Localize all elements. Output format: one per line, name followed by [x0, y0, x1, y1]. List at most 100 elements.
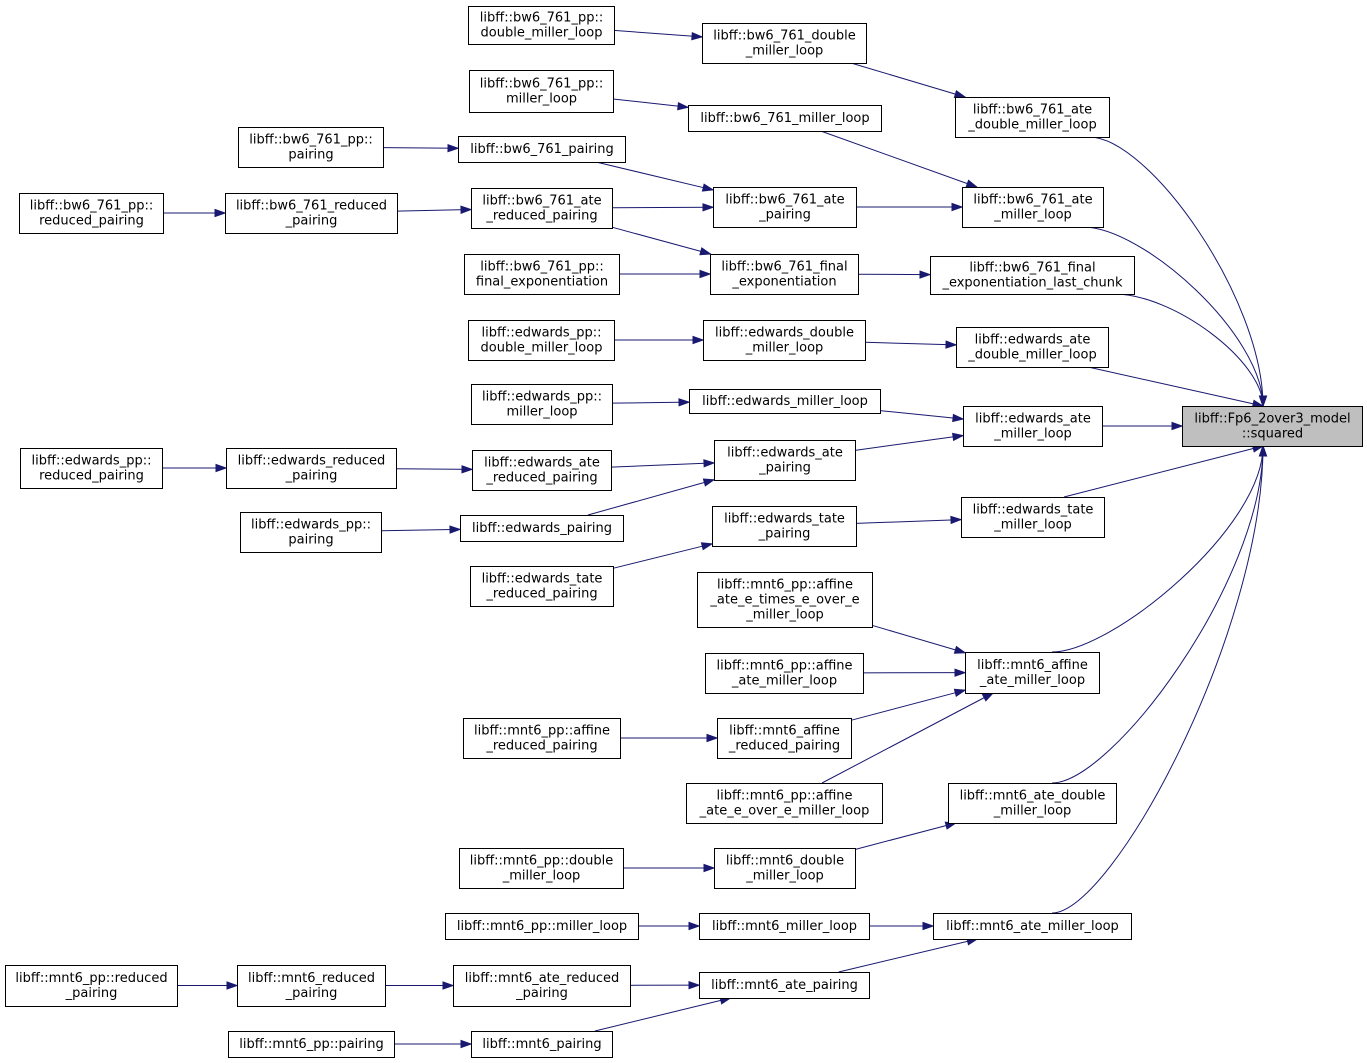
caller-node-edpp-ml[interactable]: libff::edwards_pp::miller_loop: [471, 384, 613, 425]
node-box: [468, 6, 615, 45]
node-label: _pairing: [758, 527, 811, 542]
caller-node-ed-red[interactable]: libff::edwards_reduced_pairing: [226, 448, 397, 489]
caller-node-bw-red[interactable]: libff::bw6_761_reduced_pairing: [225, 193, 398, 234]
caller-node-mnt6-aff-ml[interactable]: libff::mnt6_affine_ate_miller_loop: [965, 652, 1100, 694]
caller-node-mnt6pp-aff-eteoe[interactable]: libff::mnt6_pp::affine_ate_e_times_e_ove…: [697, 572, 873, 628]
caller-node-mnt6-ate-dml[interactable]: libff::mnt6_ate_double_miller_loop: [948, 783, 1117, 824]
arrowhead: [1171, 421, 1184, 431]
edge-mnt6pp-aff-eteoe-to-mnt6-aff-ml: [871, 624, 966, 654]
caller-node-mnt6-pair[interactable]: libff::mnt6_pairing: [471, 1031, 613, 1058]
arrowhead: [965, 179, 979, 188]
caller-node-mnt6pp-pair[interactable]: libff::mnt6_pp::pairing: [228, 1031, 395, 1058]
caller-node-mnt6pp-aff-red[interactable]: libff::mnt6_pp::affine_reduced_pairing: [463, 718, 621, 759]
node-label: libff::edwards_ate: [975, 333, 1091, 348]
node-label: pairing: [288, 533, 333, 548]
node-label: _miller_loop: [502, 869, 581, 884]
node-label: libff::edwards_ate: [484, 456, 600, 471]
node-box: [962, 187, 1104, 228]
node-label: _ate_e_times_e_over_e: [709, 593, 859, 608]
caller-node-bw-ml[interactable]: libff::bw6_761_miller_loop: [688, 105, 882, 132]
arrowhead: [447, 143, 460, 153]
edge-edpp-pair-to-ed-pair: [380, 528, 461, 532]
node-box: [453, 965, 631, 1007]
caller-node-mnt6-ml[interactable]: libff::mnt6_miller_loop: [699, 913, 870, 940]
caller-node-bw-final-exp[interactable]: libff::bw6_761_final_exponentiation: [710, 254, 859, 295]
node-label: libff::mnt6_double: [726, 854, 844, 869]
edge-ed-dml-to-ed-ate-dml: [864, 341, 957, 346]
node-box: [464, 254, 620, 295]
caller-node-mnt6-ate-ml[interactable]: libff::mnt6_ate_miller_loop: [933, 913, 1132, 940]
node-box: [699, 913, 870, 940]
caller-node-bwpp-red[interactable]: libff::bw6_761_pp::reduced_pairing: [19, 193, 164, 234]
caller-node-mnt6pp-aff-eoe[interactable]: libff::mnt6_pp::affine_ate_e_over_e_mill…: [686, 783, 883, 824]
edge-ed-ate-red-to-ed-ate-pair: [610, 462, 715, 468]
caller-node-ed-ate-pair[interactable]: libff::edwards_ate_pairing: [714, 440, 856, 481]
node-box: [686, 783, 883, 824]
caller-node-ed-tate-ml[interactable]: libff::edwards_tate_miller_loop: [961, 497, 1105, 538]
node-label: libff::bw6_761_pairing: [470, 142, 613, 157]
node-label: _double_miller_loop: [967, 348, 1096, 363]
node-box: [961, 497, 1105, 538]
arrowhead: [691, 31, 704, 41]
caller-node-ed-tate-red[interactable]: libff::edwards_tate_reduced_pairing: [470, 566, 614, 607]
caller-node-mnt6-dml[interactable]: libff::mnt6_double_miller_loop: [714, 848, 856, 889]
node-box: [238, 127, 384, 168]
node-box: [459, 848, 624, 889]
arrowhead: [951, 202, 964, 212]
caller-node-ed-dml[interactable]: libff::edwards_double_miller_loop: [703, 320, 866, 361]
node-box: [948, 783, 1117, 824]
caller-node-bw-dml[interactable]: libff::bw6_761_double_miller_loop: [702, 23, 867, 64]
caller-node-ed-ate-red[interactable]: libff::edwards_ate_reduced_pairing: [472, 450, 612, 491]
node-label: _miller_loop: [745, 341, 824, 356]
caller-node-mnt6pp-red[interactable]: libff::mnt6_pp::reduced_pairing: [5, 965, 178, 1007]
caller-node-edpp-dml[interactable]: libff::edwards_pp::double_miller_loop: [468, 320, 615, 361]
caller-node-mnt6-aff-red[interactable]: libff::mnt6_affine_reduced_pairing: [717, 718, 852, 759]
arrowhead: [706, 733, 719, 743]
caller-node-ed-pair[interactable]: libff::edwards_pairing: [460, 515, 624, 542]
arrowhead: [678, 398, 691, 407]
edge-mnt6-pair-to-mnt6-ate-pair: [594, 997, 731, 1032]
arrowhead: [952, 432, 965, 442]
caller-node-ed-ate-ml[interactable]: libff::edwards_ate_miller_loop: [963, 406, 1103, 447]
node-label: libff::mnt6_pp::affine: [717, 789, 853, 804]
node-label: libff::bw6_761_pp::: [249, 133, 372, 148]
caller-node-mnt6pp-aff-ml[interactable]: libff::mnt6_pp::affine_ate_miller_loop: [705, 653, 864, 694]
node-label: libff::bw6_761_ate: [973, 103, 1092, 118]
caller-node-bw-ate-ml[interactable]: libff::bw6_761_ate_miller_loop: [962, 187, 1104, 228]
caller-node-bw-ate-dml[interactable]: libff::bw6_761_ate_double_miller_loop: [955, 97, 1110, 138]
arrowhead: [214, 208, 227, 218]
caller-node-bwpp-pair[interactable]: libff::bw6_761_pp::pairing: [238, 127, 384, 168]
caller-node-ed-ate-dml[interactable]: libff::edwards_ate_double_miller_loop: [956, 327, 1109, 368]
caller-node-ed-tate-pair[interactable]: libff::edwards_tate_pairing: [712, 506, 857, 547]
caller-node-ed-ml[interactable]: libff::edwards_miller_loop: [689, 389, 881, 414]
caller-node-edpp-pair[interactable]: libff::edwards_pp::pairing: [240, 512, 382, 553]
caller-node-mnt6pp-ml[interactable]: libff::mnt6_pp::miller_loop: [445, 913, 639, 940]
node-box: [699, 972, 870, 999]
edge-mnt6-ate-pair-to-mnt6-ate-ml: [838, 938, 978, 973]
caller-node-edpp-red[interactable]: libff::edwards_pp::reduced_pairing: [20, 448, 163, 489]
caller-node-bw-fe-last[interactable]: libff::bw6_761_final_exponentiation_last…: [930, 256, 1135, 295]
caller-node-bwpp-dml[interactable]: libff::bw6_761_pp::double_miller_loop: [468, 6, 615, 45]
node-label: _pairing: [758, 208, 811, 223]
edge-ed-ate-dml-to-root: [1087, 366, 1264, 407]
caller-node-mnt6-red[interactable]: libff::mnt6_reduced_pairing: [237, 965, 386, 1007]
root-node[interactable]: libff::Fp6_2over3_model::squared: [1182, 406, 1363, 447]
caller-node-bw-ate-red[interactable]: libff::bw6_761_ate_reduced_pairing: [471, 188, 613, 229]
node-box: [714, 848, 856, 889]
node-label: _reduced_pairing: [485, 739, 597, 754]
edge-bwpp-ml-to-bw-ml: [612, 98, 689, 108]
caller-node-bwpp-fe[interactable]: libff::bw6_761_pp::final_exponentiation: [464, 254, 620, 295]
node-label: libff::bw6_761_pp::: [480, 11, 603, 26]
caller-node-mnt6pp-dml[interactable]: libff::mnt6_pp::double_miller_loop: [459, 848, 624, 889]
node-label: libff::mnt6_pairing: [482, 1037, 601, 1052]
arrowhead: [677, 101, 690, 111]
node-box: [717, 718, 852, 759]
caller-node-bw-ate-pair[interactable]: libff::bw6_761_ate_pairing: [713, 187, 857, 228]
node-label: _pairing: [515, 986, 568, 1001]
caller-node-mnt6-ate-pair[interactable]: libff::mnt6_ate_pairing: [699, 972, 870, 999]
caller-node-mnt6-ate-red[interactable]: libff::mnt6_ate_reduced_pairing: [453, 965, 631, 1007]
caller-node-bw-pair[interactable]: libff::bw6_761_pairing: [458, 136, 626, 163]
edge-ed-ml-to-ed-ate-ml: [879, 410, 964, 420]
node-label: _reduced_pairing: [485, 471, 597, 486]
caller-node-bwpp-ml[interactable]: libff::bw6_761_pp::miller_loop: [469, 70, 614, 113]
